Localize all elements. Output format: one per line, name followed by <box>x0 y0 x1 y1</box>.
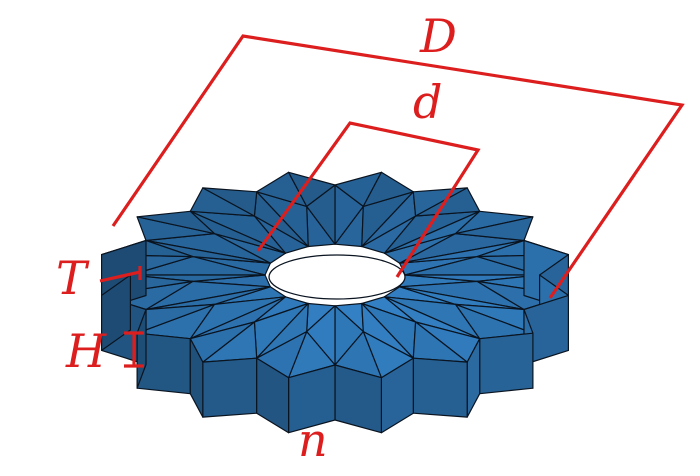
center-hole <box>268 254 406 300</box>
height-marker <box>124 331 144 368</box>
ring-facet <box>136 308 147 389</box>
ring-facet <box>412 357 468 418</box>
inner-diameter-bracket <box>256 121 481 278</box>
ring-facet <box>202 187 258 217</box>
ring-facet <box>415 187 481 217</box>
ring-facet <box>202 357 258 418</box>
ring-facet <box>479 332 534 395</box>
ring-facet <box>362 171 414 207</box>
outer-diameter-label: D <box>419 9 457 63</box>
thickness-label: T <box>56 251 90 305</box>
height-label: H <box>65 324 107 378</box>
ring-facet <box>455 216 534 242</box>
ring-facet <box>189 338 204 418</box>
folded-ring-model <box>100 171 570 434</box>
outer-diameter-bracket <box>111 34 685 299</box>
count-label: n <box>298 413 328 467</box>
thickness-marker <box>99 266 142 283</box>
ring-facet <box>100 274 131 351</box>
dimension-annotations <box>99 34 685 368</box>
ring-facet <box>256 357 290 434</box>
inner-diameter-label: d <box>413 75 442 129</box>
ring-facet <box>136 210 215 235</box>
